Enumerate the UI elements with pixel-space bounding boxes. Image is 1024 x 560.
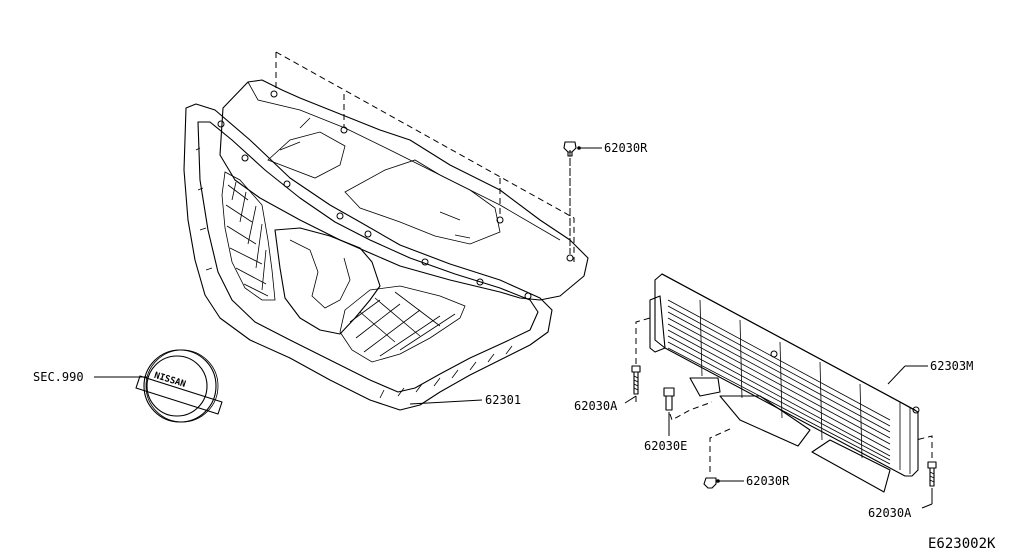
callout-label: 62030A <box>868 506 912 520</box>
right-bolt <box>915 435 937 487</box>
callout-label: 62030R <box>604 141 648 155</box>
callout-grille: 62301 <box>409 393 521 407</box>
callout-left-bolt: 62030A <box>574 395 637 413</box>
left-bolt <box>631 317 651 395</box>
callout-right-bolt: 62030A <box>868 488 933 520</box>
callout-lower-clip: 62030R <box>716 474 790 488</box>
callout-label: 62303M <box>930 359 973 373</box>
callout-label: 62030A <box>574 399 618 413</box>
upper-clip <box>563 141 577 250</box>
callout-emblem: SEC.990 <box>33 370 147 384</box>
callout-upper-clip: 62030R <box>577 141 648 155</box>
drawing-code: E623002K <box>928 536 996 552</box>
emblem-lettering: NISSAN <box>153 371 187 390</box>
callout-label: SEC.990 <box>33 370 84 384</box>
callout-label: 62030E <box>644 439 687 453</box>
callout-label: 62301 <box>485 393 521 407</box>
callout-center-clip: 62030E <box>644 412 687 453</box>
lower-clip <box>703 427 733 489</box>
callout-label: 62030R <box>746 474 790 488</box>
cooling-panel <box>649 273 920 493</box>
center-clip <box>663 387 713 421</box>
front-grille <box>183 51 589 411</box>
callout-cooling-panel: 62303M <box>887 359 973 385</box>
nissan-emblem: NISSAN <box>135 349 223 423</box>
